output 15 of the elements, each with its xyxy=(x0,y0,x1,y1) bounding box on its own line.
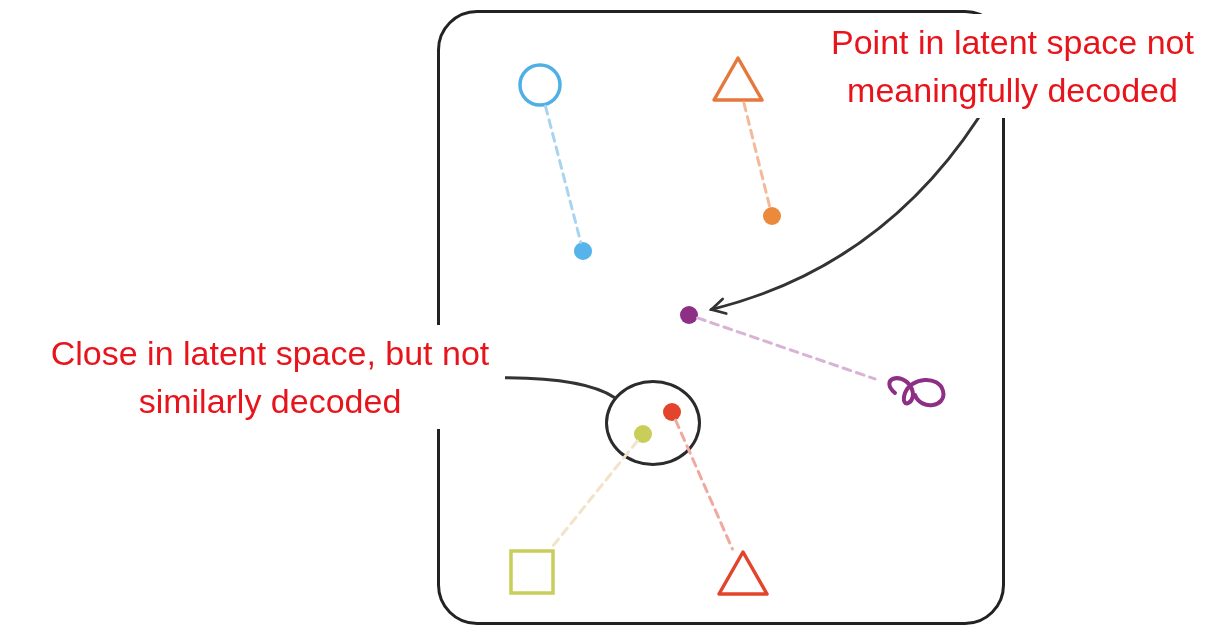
dashed-line xyxy=(696,316,877,381)
triangle-shape xyxy=(711,55,765,103)
circle-shape xyxy=(518,63,562,107)
arrow xyxy=(709,116,980,315)
latent-point xyxy=(763,207,781,225)
dashed-line xyxy=(742,101,772,209)
latent-point xyxy=(680,306,698,324)
square-shape xyxy=(509,549,555,595)
latent-point xyxy=(574,242,592,260)
highlight-ellipse xyxy=(605,380,701,466)
triangle-shape xyxy=(716,549,770,597)
dashed-line xyxy=(544,104,583,244)
dashed-line xyxy=(674,418,734,551)
latent-point xyxy=(634,425,652,443)
latent-point xyxy=(663,403,681,421)
